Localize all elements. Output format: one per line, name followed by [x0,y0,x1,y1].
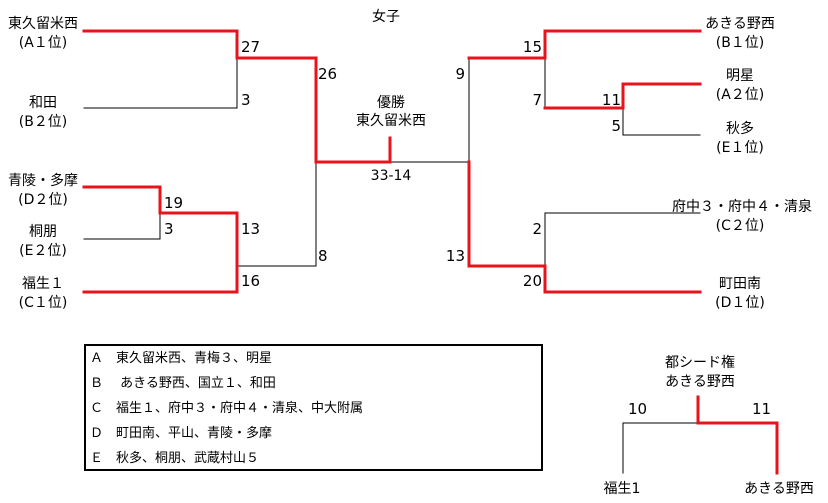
seed-right-score: 11 [752,400,772,418]
score-r-sf1-top: 15 [522,38,542,56]
score-l-sf2-bot: 16 [241,272,261,290]
score-r-sf2-top: 2 [532,220,542,238]
score-r-r1-top: 11 [601,91,621,109]
legend-row-a: Ａ 東久留米西、青梅３、明星 [90,351,273,366]
r-r1-win-line [467,29,702,60]
score-r-sf2-bot: 20 [522,272,542,290]
seed-title: 都シード権 [665,355,735,371]
seed-left-score: 10 [628,400,648,418]
team-seed-l2: (B２位) [18,114,68,130]
score-r-final-bot: 13 [445,247,465,265]
champion-label: 優勝 [377,95,405,111]
seed-left-line [622,422,701,474]
team-name-r3: 秋多 [726,121,754,137]
team-name-r5: 町田南 [719,276,761,292]
bracket-title: 女子 [372,9,400,25]
seed-left-team: 福生1 [603,481,641,497]
r-r2-win-line [543,82,702,110]
team-name-r4: 府中３・府中４・清泉 [672,199,812,215]
legend-row-e: Ｅ 秋多、桐朋、武蔵村山５ [90,451,260,466]
team-name-r1: あきる野西 [705,16,775,32]
team-name-l3: 青陵・多摩 [8,173,78,189]
l-r2-line [83,57,238,109]
r-r4-line [544,212,701,267]
seed-right-win-line [696,395,779,475]
score-l-final-top: 26 [318,65,338,83]
score-l-sf1-top: 27 [241,38,261,56]
score-l-sf1-bot: 3 [241,91,251,109]
score-l-r1-bot: 3 [164,220,174,238]
l-r4-line [83,212,161,240]
team-name-l5: 福生１ [22,276,64,292]
score-r-final-top: 9 [455,65,465,83]
l-final-bot-line [236,161,317,267]
team-name-l4: 桐朋 [29,224,57,240]
team-seed-l4: (E２位) [19,243,67,259]
score-l-r1-top: 19 [164,194,184,212]
score-r-sf1-bot: 7 [532,91,542,109]
legend-row-c: Ｃ 福生１、府中３・府中４・清泉、中大附属 [90,401,364,416]
team-seed-r2: (A２位) [715,87,765,103]
legend-row-d: Ｄ 町田南、平山、青陵・多摩 [90,426,273,441]
team-name-l2: 和田 [29,95,57,111]
team-seed-l5: (C１位) [18,295,68,311]
final-score: 33-14 [370,168,412,184]
champion-name: 東久留米西 [356,113,426,129]
group-legend: Ａ 東久留米西、青梅３、明星 Ｂ あきる野西、国立１、和田 Ｃ 福生１、府中３・… [84,344,543,471]
l-r1-win-line [82,29,392,164]
team-seed-r5: (D１位) [715,295,765,311]
seed-right-team: あきる野西 [744,481,814,497]
score-l-sf2-top: 13 [241,220,261,238]
legend-row-b: Ｂ あきる野西、国立１、和田 [90,376,276,391]
r-r3-line [622,107,701,136]
team-seed-r1: (B１位) [715,35,765,51]
seed-winner: あきる野西 [665,374,735,390]
team-seed-r3: (E１位) [716,140,764,156]
l-r5-win-line [82,264,239,294]
l-r3-win-line [82,185,239,268]
score-r-r1-bot: 5 [611,117,621,135]
score-l-final-bot: 8 [318,247,328,265]
team-name-l1: 東久留米西 [8,16,78,32]
team-seed-r4: (C２位) [715,218,765,234]
team-seed-l3: (D２位) [18,192,68,208]
r-r5-win-line [467,160,702,294]
team-name-r2: 明星 [726,68,754,84]
team-seed-l1: (A１位) [18,35,68,51]
